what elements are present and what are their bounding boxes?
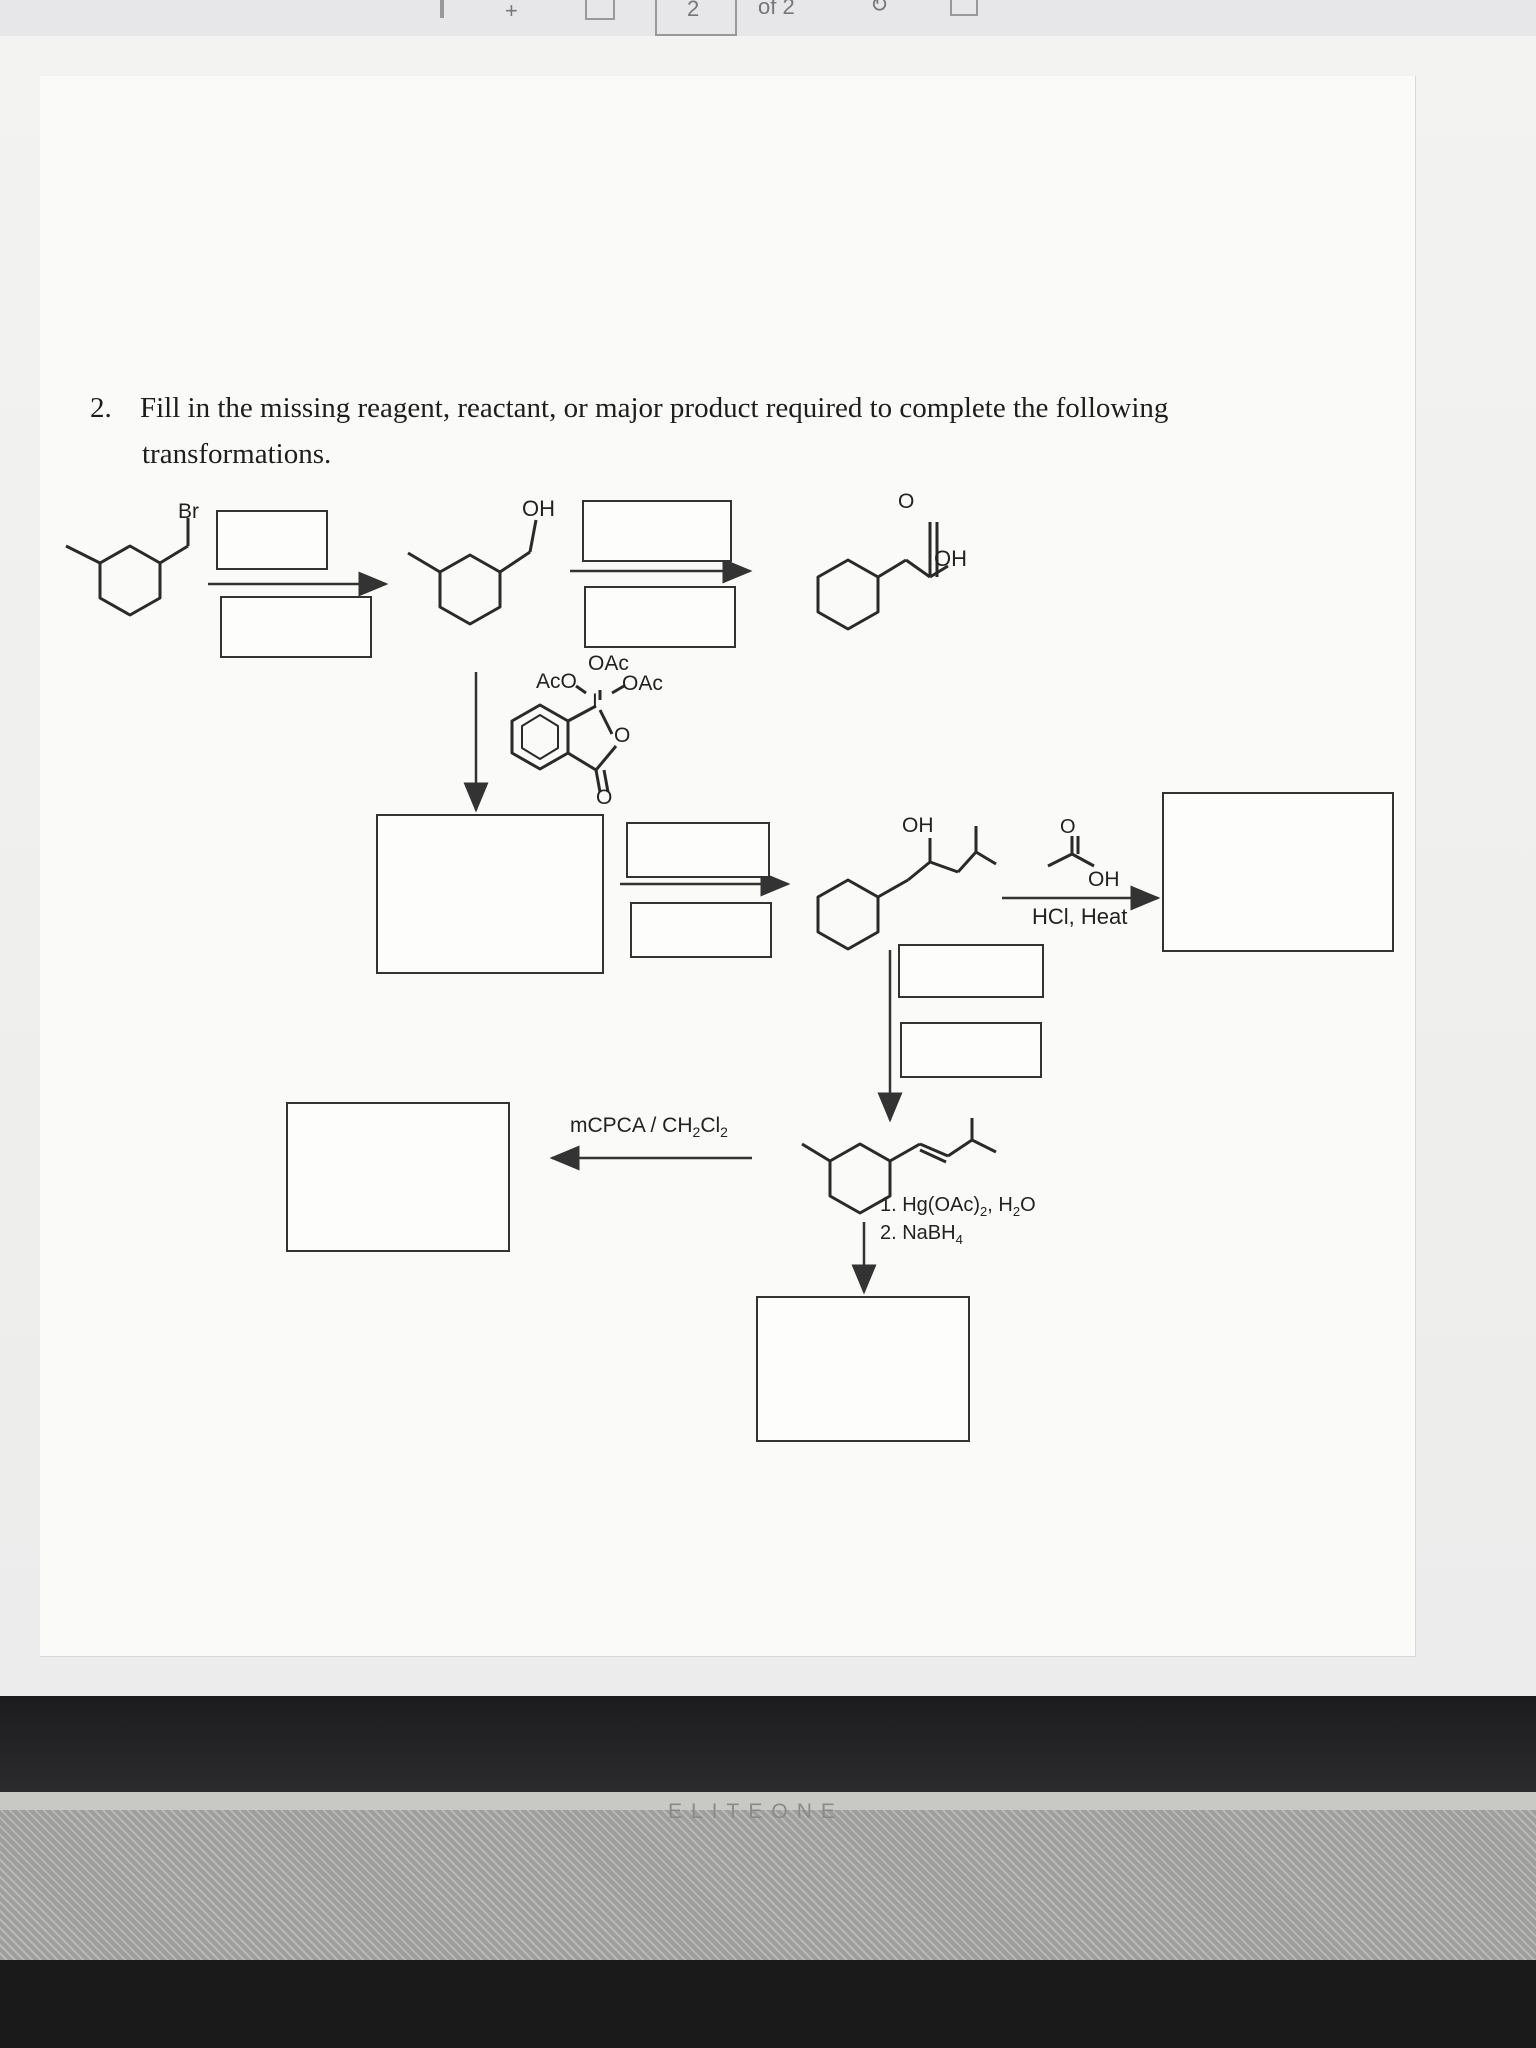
- answer-box-reagent-4a[interactable]: [898, 944, 1044, 998]
- dmp-carbonyl-o-label: O: [596, 786, 613, 809]
- answer-box-reagent-4b[interactable]: [900, 1022, 1042, 1078]
- page-number-value: 2: [687, 0, 700, 21]
- bond: [65, 544, 101, 565]
- oxymercuration-step2-label: 2. NaBH4: [880, 1222, 963, 1247]
- oxymerc-2-sub: 4: [955, 1232, 963, 1247]
- dmp-oac-right-label: OAc: [622, 672, 663, 695]
- acetic-acid-o-label: O: [1060, 816, 1076, 838]
- mcpca-sub-b: 2: [720, 1124, 728, 1141]
- answer-box-reagent-1b[interactable]: [220, 596, 372, 658]
- mcpca-label: mCPCA / CH2Cl2: [570, 1114, 728, 1140]
- bond: [159, 544, 189, 565]
- alcohol-oh-label: OH: [522, 496, 555, 521]
- oxymerc-1-text: 1. Hg(OAc): [880, 1194, 981, 1216]
- dmp-aco-label: AcO: [536, 670, 577, 693]
- oxymerc-2-text: 2. NaBH: [880, 1222, 956, 1244]
- answer-box-reagent-3b[interactable]: [630, 902, 772, 958]
- mcpca-text: mCPCA / CH: [570, 1114, 693, 1137]
- oxymercuration-step1-label: 1. Hg(OAc)2, H2O: [880, 1194, 1036, 1219]
- oxymerc-1-o: O: [1020, 1194, 1036, 1216]
- rotate-icon[interactable]: ↻: [870, 0, 889, 17]
- answer-box-alcohol-product[interactable]: [756, 1296, 970, 1442]
- hcl-heat-label: HCl, Heat: [1032, 904, 1128, 929]
- oxymerc-1-sub2: 2: [1012, 1204, 1021, 1219]
- answer-box-reagent-2b[interactable]: [584, 586, 736, 648]
- oxymerc-1-sub: 2: [980, 1204, 988, 1219]
- acid-carbonyl-o-label: O: [898, 490, 915, 513]
- dmp-oac-top-label: OAc: [588, 652, 629, 675]
- zoom-in-button[interactable]: +: [505, 0, 518, 23]
- oxymerc-1-rest: , H: [987, 1194, 1013, 1216]
- answer-box-dmp-product[interactable]: [376, 814, 604, 974]
- toolbar-divider: [440, 0, 444, 18]
- question-number: 2.: [90, 392, 112, 424]
- answer-box-reagent-2a[interactable]: [582, 500, 732, 562]
- bromide-label: Br: [178, 500, 199, 523]
- page-number-input[interactable]: 2: [655, 0, 737, 36]
- monitor-bezel: [0, 1696, 1536, 1792]
- cyclohexane-ring-2: [438, 553, 502, 626]
- answer-box-reagent-1a[interactable]: [216, 510, 328, 570]
- acid-oh-label: OH: [934, 546, 967, 571]
- question-prompt: 2. Fill in the missing reagent, reactant,…: [90, 385, 1290, 477]
- desk-surface: [0, 1960, 1536, 2048]
- cyclohexane-ring-4: [816, 878, 880, 951]
- answer-box-reagent-3a[interactable]: [626, 822, 770, 878]
- cyclohexane-ring-1: [98, 544, 162, 617]
- monitor-brand-label: ELITEONE: [668, 1800, 844, 1823]
- question-text-line2: transformations.: [142, 438, 332, 470]
- question-text-line1: Fill in the missing reagent, reactant, o…: [140, 392, 1169, 424]
- answer-box-ester-product[interactable]: [1162, 792, 1394, 952]
- secondary-oh-label: OH: [902, 814, 934, 837]
- acetic-acid-oh-label: OH: [1088, 868, 1120, 891]
- page-count-label: of 2: [758, 0, 795, 19]
- dmp-iodine-label: I: [592, 690, 598, 713]
- mcpca-cl: Cl: [700, 1114, 721, 1137]
- mcpca-sub: 2: [692, 1124, 701, 1141]
- cyclohexane-ring-3: [816, 558, 880, 631]
- fit-page-icon[interactable]: [585, 0, 615, 20]
- view-mode-icon[interactable]: [950, 0, 978, 16]
- monitor-chin-edge: [0, 1792, 1536, 1810]
- dmp-ring-o-label: O: [614, 724, 631, 747]
- answer-box-epoxide-product[interactable]: [286, 1102, 510, 1252]
